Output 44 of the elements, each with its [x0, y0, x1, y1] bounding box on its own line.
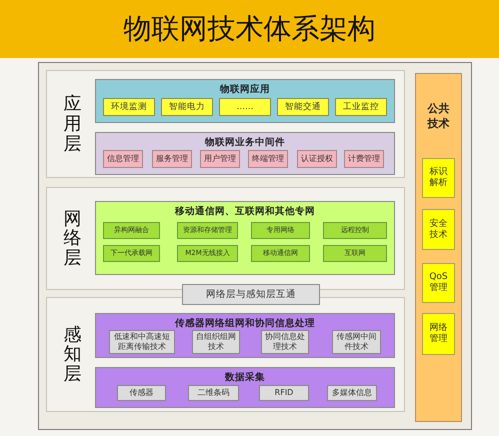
group-title: 物联网业务中间件 — [205, 136, 285, 149]
module-tile: 计费管理 — [344, 150, 384, 168]
module-tile: 智能电力 — [161, 98, 213, 116]
module-tile: 工业监控 — [335, 98, 387, 116]
module-tile: 安全技术 — [422, 209, 455, 250]
interconnect-bar: 网络层与感知层互通 — [182, 284, 320, 305]
module-tile: RFID — [259, 385, 309, 401]
module-tile: 网络管理 — [422, 313, 455, 355]
side-column — [415, 73, 462, 422]
module-tile: 信息管理 — [103, 150, 143, 168]
group-title: 传感器网络组网和协同信息处理 — [175, 317, 315, 330]
module-tile: QoS管理 — [422, 263, 455, 303]
module-tile: 多媒体信息 — [327, 385, 377, 401]
group-panel — [95, 132, 395, 175]
module-tile: 协同信息处理技术 — [261, 330, 309, 354]
module-tile: 环境监测 — [103, 98, 155, 116]
layer-panel — [46, 297, 405, 412]
module-tile: 认证授权 — [297, 150, 337, 168]
layer-label: 网络层 — [63, 208, 82, 268]
group-panel — [95, 201, 395, 275]
module-tile: 用户管理 — [200, 150, 240, 168]
module-tile: 智能交通 — [277, 98, 329, 116]
group-panel — [95, 367, 395, 408]
module-tile: 二维条码 — [188, 385, 239, 401]
layer-panel — [46, 187, 405, 290]
layer-panel — [46, 70, 405, 178]
column-title: 公共技术 — [426, 102, 450, 132]
module-tile: 标识解析 — [422, 158, 455, 198]
module-tile: 传感网中间件技术 — [332, 330, 381, 354]
group-title: 物联网应用 — [220, 83, 270, 96]
group-panel — [95, 79, 395, 123]
module-tile: …… — [219, 98, 271, 116]
module-tile: 低速和中高速短距离传输技术 — [109, 330, 175, 354]
layer-label: 感知层 — [63, 324, 82, 384]
module-tile: 终端管理 — [248, 150, 288, 168]
outer-frame — [38, 62, 472, 430]
module-tile: 服务管理 — [152, 150, 192, 168]
diagram-title: 物联网技术体系架构 — [124, 11, 376, 47]
module-tile: 传感器 — [117, 385, 166, 401]
group-title: 移动通信网、互联网和其他专网 — [175, 205, 315, 218]
module-tile: 自组织组网技术 — [192, 330, 240, 354]
group-panel — [95, 313, 395, 358]
group-title: 数据采集 — [225, 371, 265, 384]
layer-label: 应用层 — [63, 94, 82, 154]
